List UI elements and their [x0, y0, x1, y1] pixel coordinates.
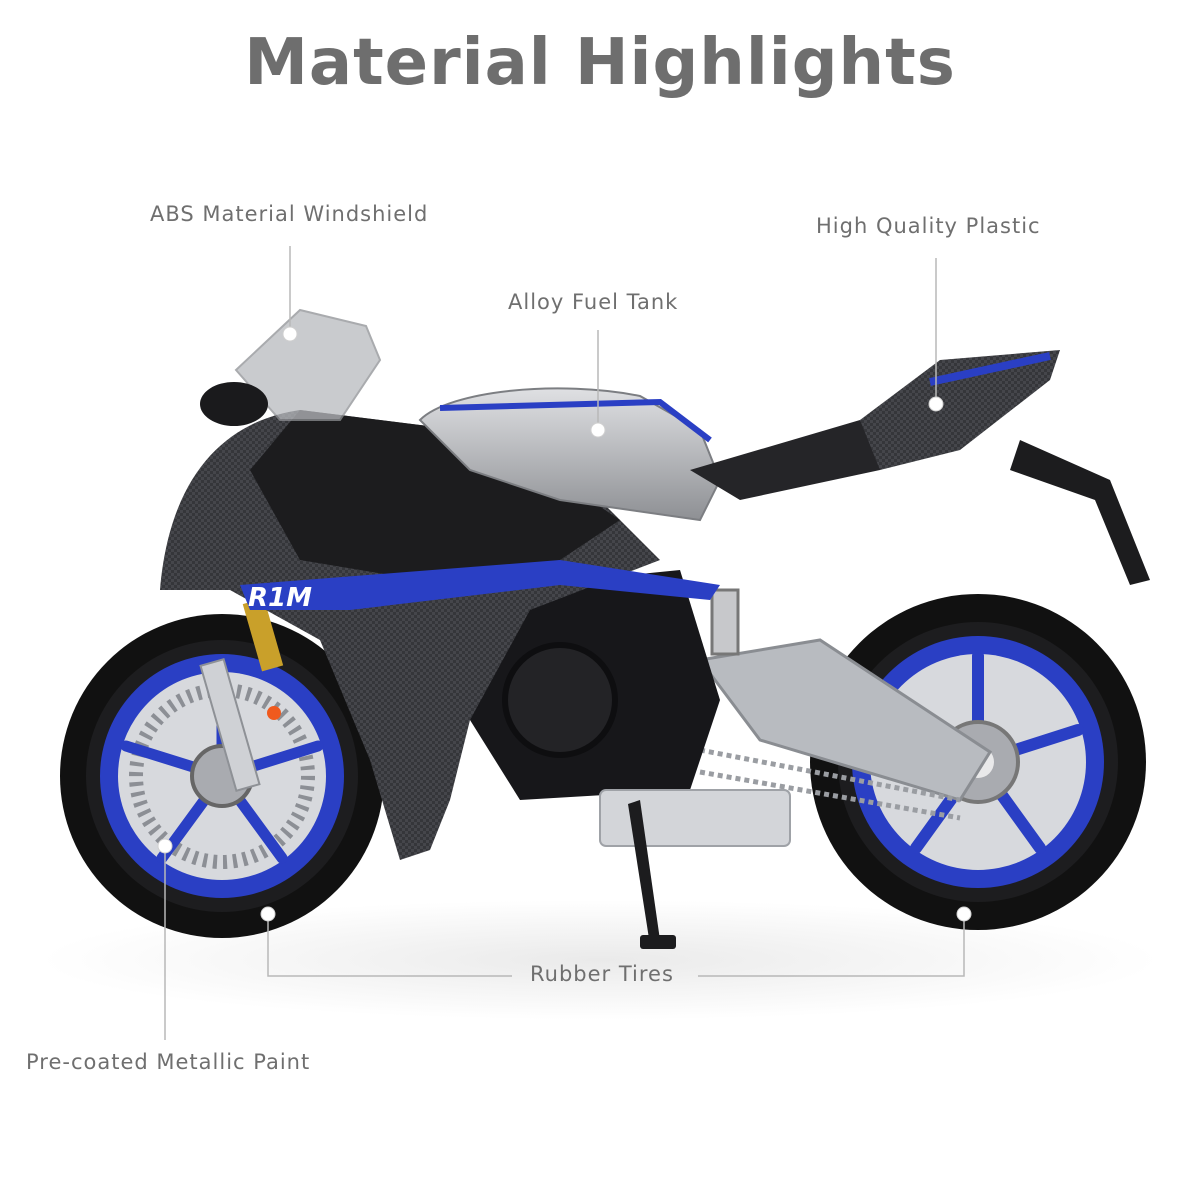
- reflector: [267, 706, 281, 720]
- chain: [699, 747, 961, 821]
- floor-shadow: [40, 900, 1160, 1020]
- windshield: [234, 308, 382, 421]
- fairing-black: [250, 410, 620, 580]
- dot-windshield: [282, 326, 298, 342]
- label-plastic: High Quality Plastic: [816, 214, 1041, 238]
- dot-tire-rear: [956, 906, 972, 922]
- headlight: [200, 382, 268, 426]
- front-wheel: [60, 614, 384, 938]
- svg-text:R1M: R1M: [248, 583, 312, 613]
- seat: [690, 420, 900, 500]
- front-fork: [199, 598, 284, 793]
- callout-dots: [157, 326, 972, 922]
- label-tires: Rubber Tires: [530, 962, 674, 986]
- kickstand: [628, 800, 660, 945]
- tail-section: [860, 350, 1060, 470]
- dot-tire-front: [260, 906, 276, 922]
- rear-shock: [710, 588, 740, 656]
- swingarm: [697, 638, 993, 802]
- label-paint: Pre-coated Metallic Paint: [26, 1050, 311, 1074]
- dot-tank: [590, 422, 606, 438]
- label-windshield: ABS Material Windshield: [150, 202, 429, 226]
- blue-stripe: [240, 560, 720, 610]
- license-bracket: [1010, 440, 1150, 585]
- page-title: Material Highlights: [244, 26, 956, 100]
- leader-tires-left: [267, 916, 512, 977]
- dot-plastic: [928, 396, 944, 412]
- label-tank: Alloy Fuel Tank: [508, 290, 679, 314]
- leader-tires-right: [698, 916, 965, 977]
- dot-paint: [157, 838, 173, 854]
- leader-lines: [164, 246, 965, 1040]
